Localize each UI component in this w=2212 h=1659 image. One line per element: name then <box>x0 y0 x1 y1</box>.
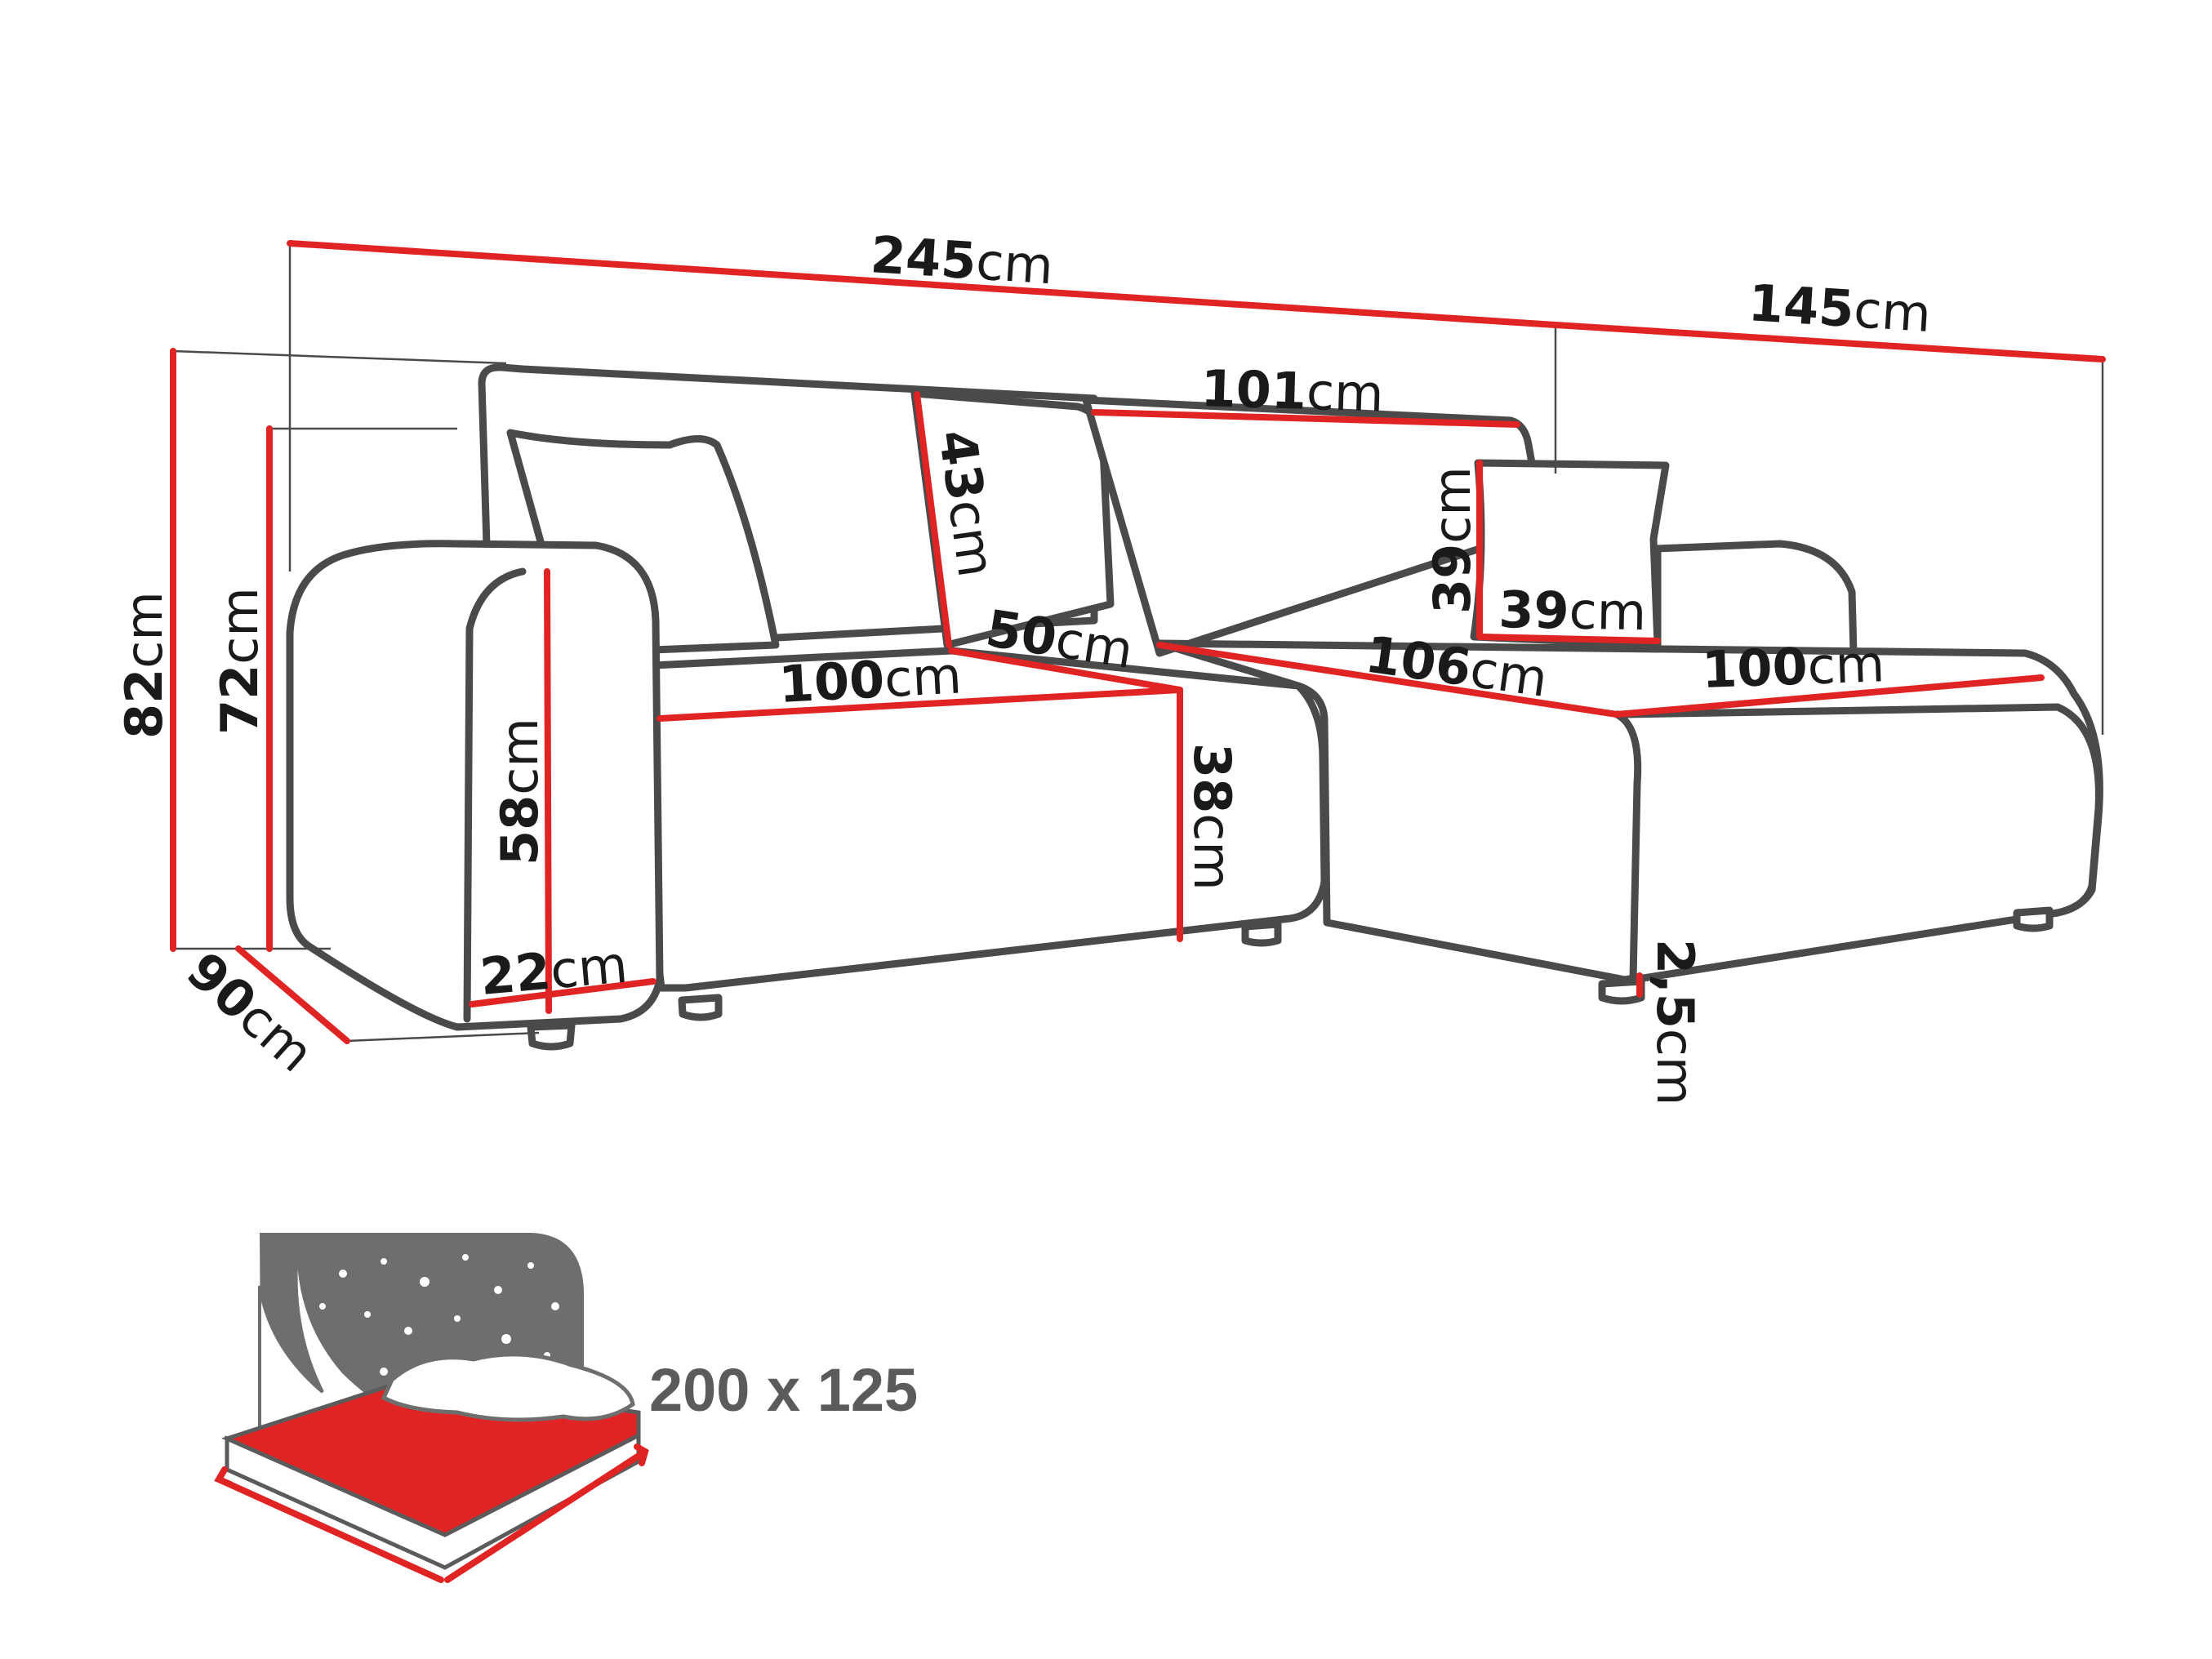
bed-arrow-width <box>444 1448 648 1583</box>
label-22: 22cm <box>478 934 630 1006</box>
dim-line-100-left <box>656 687 1183 722</box>
label-58: 58cm <box>490 718 550 865</box>
dim-line-101 <box>1091 409 1520 428</box>
leg-5 <box>2013 906 2054 932</box>
label-72: 72cm <box>210 587 269 735</box>
star-icon <box>319 1303 326 1310</box>
dim-line-106 <box>1156 642 1620 718</box>
dim-line-145 <box>1552 322 2106 362</box>
star-icon <box>462 1254 469 1261</box>
sofa-bed-sleeping-icon: 200 x 125 <box>214 1233 918 1583</box>
label-2-5: 2,5cm <box>1645 939 1705 1105</box>
chaise-back-rest <box>1653 540 1858 657</box>
sleeping-area-label: 200 x 125 <box>649 1356 918 1424</box>
leg-1 <box>527 1021 576 1051</box>
label-39-vertical: 39cm <box>1422 466 1482 614</box>
star-icon <box>527 1262 534 1269</box>
star-icon <box>380 1368 388 1376</box>
dim-line-58 <box>544 568 552 1014</box>
label-101: 101cm <box>1200 358 1385 424</box>
dim-line-100-right <box>1613 674 2045 718</box>
star-icon <box>364 1311 371 1318</box>
chaise-front-block <box>1613 703 2103 984</box>
dim-line-39-horizontal <box>1476 634 1661 644</box>
star-icon <box>339 1270 347 1278</box>
dim-line-245 <box>287 240 1559 328</box>
dimension-lines <box>170 240 2106 1044</box>
label-43: 43cm <box>927 426 1006 580</box>
label-145: 145cm <box>1747 273 1933 344</box>
label-100-right: 100cm <box>1701 634 1885 700</box>
label-245: 245cm <box>869 225 1055 296</box>
star-icon <box>290 1368 298 1376</box>
leg-2 <box>678 994 723 1021</box>
star-icon <box>494 1286 502 1294</box>
star-icon <box>551 1302 559 1310</box>
dim-line-50 <box>948 647 1183 693</box>
stars <box>278 1254 559 1424</box>
dim-line-90 <box>235 945 350 1044</box>
star-icon <box>501 1334 511 1344</box>
star-icon <box>420 1277 429 1287</box>
label-106: 106cm <box>1362 625 1551 709</box>
label-38: 38cm <box>1182 743 1242 891</box>
dim-line-22 <box>469 978 656 1007</box>
star-icon <box>404 1327 412 1335</box>
armrest-front-face <box>463 567 527 1023</box>
extension-lines <box>172 243 2104 1043</box>
leg-3 <box>1241 920 1282 947</box>
label-100-left: 100cm <box>777 645 963 714</box>
label-39-horizontal: 39cm <box>1498 580 1647 642</box>
star-icon <box>381 1258 387 1265</box>
label-82: 82cm <box>114 591 174 739</box>
dim-line-43 <box>914 391 952 648</box>
star-icon <box>454 1315 461 1322</box>
bed-pillow <box>381 1352 635 1422</box>
left-armrest <box>286 540 664 1031</box>
label-50: 50cm <box>982 598 1137 680</box>
bed-arrow-depth <box>216 1476 444 1583</box>
leg-4 <box>1598 977 1645 1005</box>
